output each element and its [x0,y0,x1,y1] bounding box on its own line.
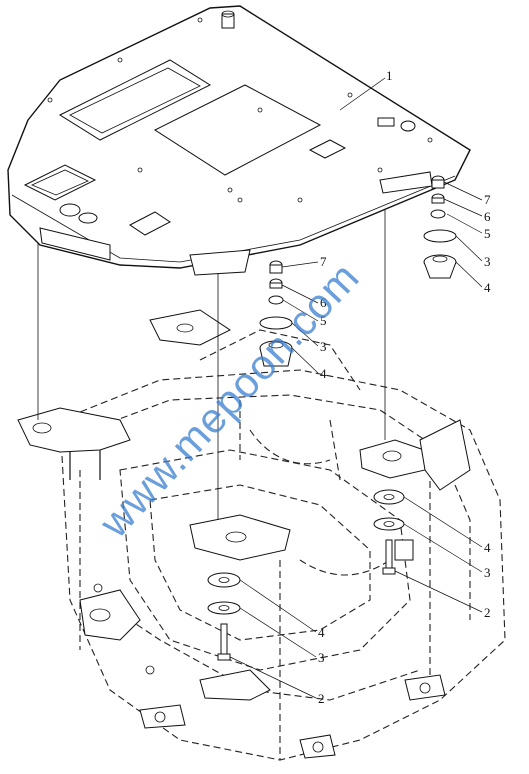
callout-labels: 1 7 6 5 3 4 7 6 5 3 4 4 3 2 4 3 2 [318,68,491,706]
mount-stack-c [373,489,405,575]
callout-3-upper-right: 3 [484,254,491,269]
left-support-bracket [17,407,141,641]
callout-4-upper-right: 4 [484,280,491,295]
center-mount-pad [149,309,291,561]
callout-leaders [229,77,483,699]
callout-7-upper-right: 7 [484,192,491,207]
callout-2-lower-center: 2 [318,691,325,706]
callout-3-lower-right: 3 [484,565,491,580]
mount-stack-d [207,572,241,661]
callout-3-lower-center: 3 [318,650,325,665]
callout-5-center: 5 [320,313,327,328]
alignment-lines [37,200,386,520]
cab-floor-plate [7,5,471,276]
callout-5-upper-right: 5 [484,226,491,241]
bottom-lugs [93,583,446,759]
callout-2-lower-right: 2 [484,605,491,620]
lower-frame [59,329,506,761]
callout-6-center: 6 [320,295,327,310]
callout-4-lower-right: 4 [484,540,491,555]
right-mount-pad [359,419,471,561]
mount-stack-a [423,175,457,279]
callout-3-center: 3 [320,339,327,354]
mount-stack-b [259,260,293,367]
callout-7-center: 7 [320,254,327,269]
callout-4-center: 4 [320,366,327,381]
callout-6-upper-right: 6 [484,209,491,224]
callout-4-lower-center: 4 [318,625,325,640]
callout-1: 1 [386,68,393,83]
watermark: www.mepoon.com [90,253,369,547]
